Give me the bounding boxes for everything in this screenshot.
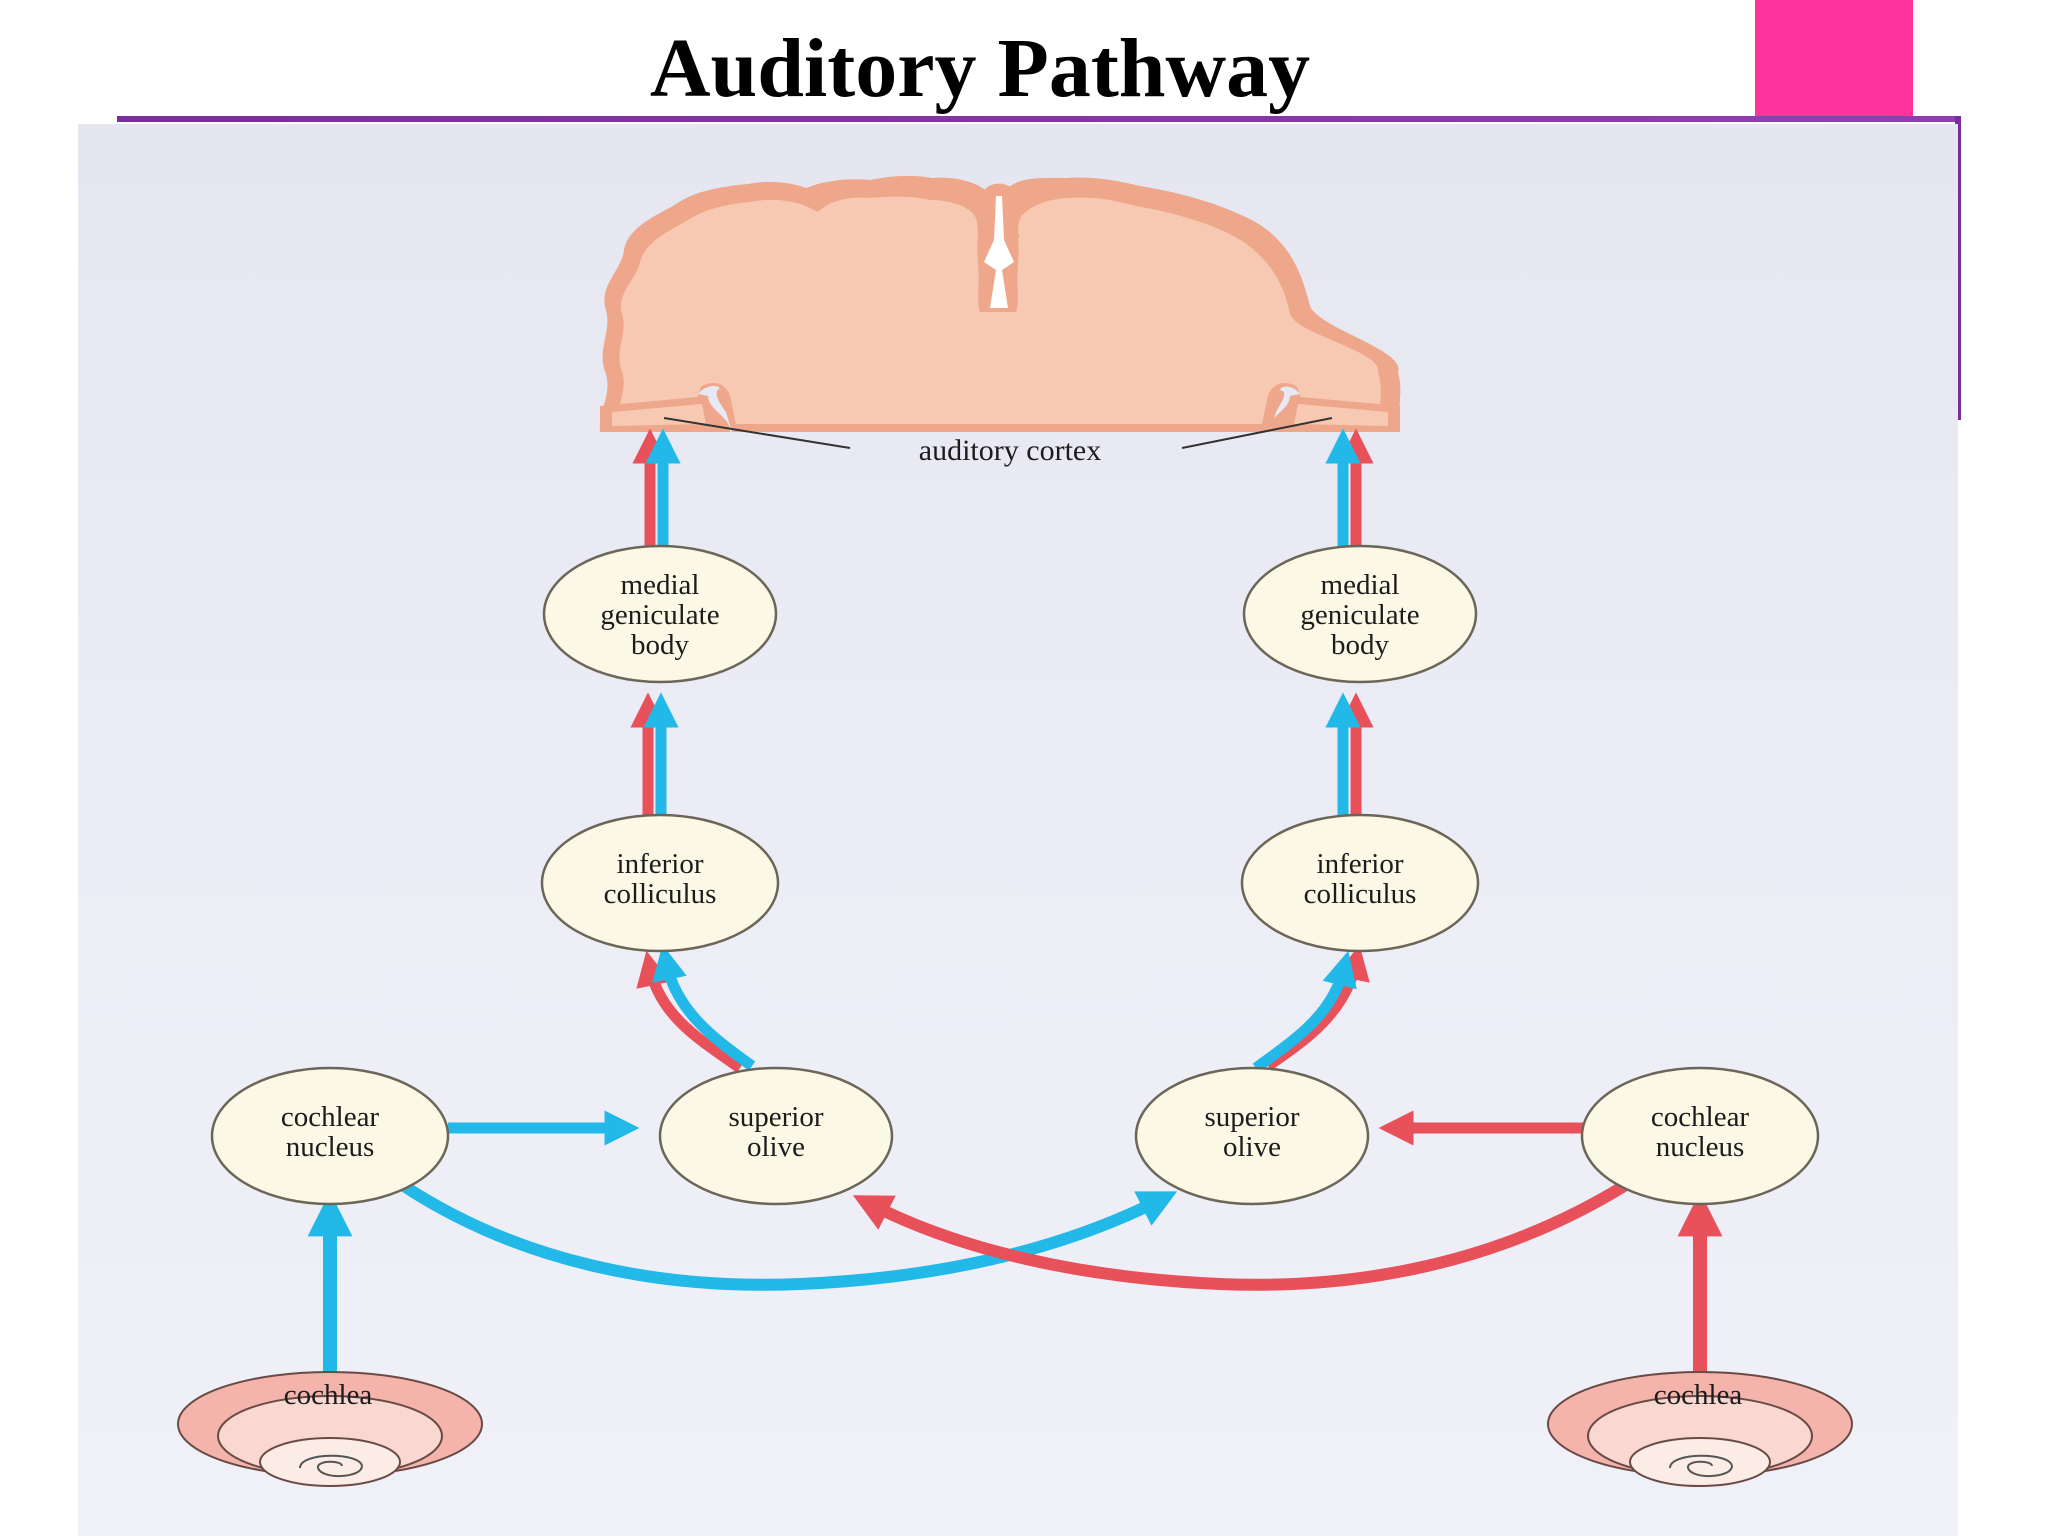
brainstem-arrows [307, 1110, 1723, 1372]
title-underline [117, 116, 1957, 122]
left-so-node: superior olive [658, 1066, 894, 1206]
left-ic-node: inferior colliculus [540, 813, 780, 953]
right-ic-line1: inferior [1317, 848, 1404, 880]
right-mgb-line2: geniculate [1300, 599, 1419, 631]
accent-tab [1755, 0, 1913, 122]
right-cn-line1: cochlear [1651, 1101, 1750, 1133]
right-ic-node: inferior colliculus [1240, 813, 1480, 953]
right-cn-line2: nucleus [1656, 1131, 1745, 1163]
left-so-line1: superior [728, 1101, 823, 1133]
left-ascending-arrows [630, 428, 756, 1073]
left-cochlea-label: cochlea [284, 1379, 373, 1411]
left-cn-line1: cochlear [281, 1101, 380, 1133]
right-mgb-line3: body [1331, 629, 1390, 661]
right-mgb-line1: medial [1321, 569, 1400, 601]
cortex-label: auditory cortex [919, 434, 1101, 467]
left-ic-line2: colliculus [604, 878, 717, 910]
left-mgb-line2: geniculate [600, 599, 719, 631]
left-so-line2: olive [747, 1131, 805, 1163]
cortex-pointer-right [1181, 417, 1333, 449]
right-ic-line2: colliculus [1304, 878, 1417, 910]
frame-right-edge [1955, 116, 1961, 420]
right-so-line1: superior [1204, 1101, 1299, 1133]
left-cn-node: cochlear nucleus [210, 1066, 450, 1206]
right-cochlea-icon: cochlea [1547, 1371, 1853, 1487]
cortex-pointer-left [663, 417, 851, 449]
left-cn-line2: nucleus [286, 1131, 375, 1163]
slide-title: Auditory Pathway [649, 22, 1311, 115]
right-ascending-arrows [1252, 428, 1374, 1073]
left-mgb-line3: body [631, 629, 690, 661]
right-cochlea-label: cochlea [1654, 1379, 1743, 1411]
left-cochlea-icon: cochlea [177, 1371, 483, 1487]
left-mgb-node: medial geniculate body [542, 544, 778, 684]
left-ic-line1: inferior [617, 848, 704, 880]
brain-icon [599, 175, 1401, 433]
right-so-line2: olive [1223, 1131, 1281, 1163]
right-so-node: superior olive [1134, 1066, 1370, 1206]
right-mgb-node: medial geniculate body [1242, 544, 1478, 684]
left-mgb-line1: medial [621, 569, 700, 601]
right-cn-node: cochlear nucleus [1580, 1066, 1820, 1206]
